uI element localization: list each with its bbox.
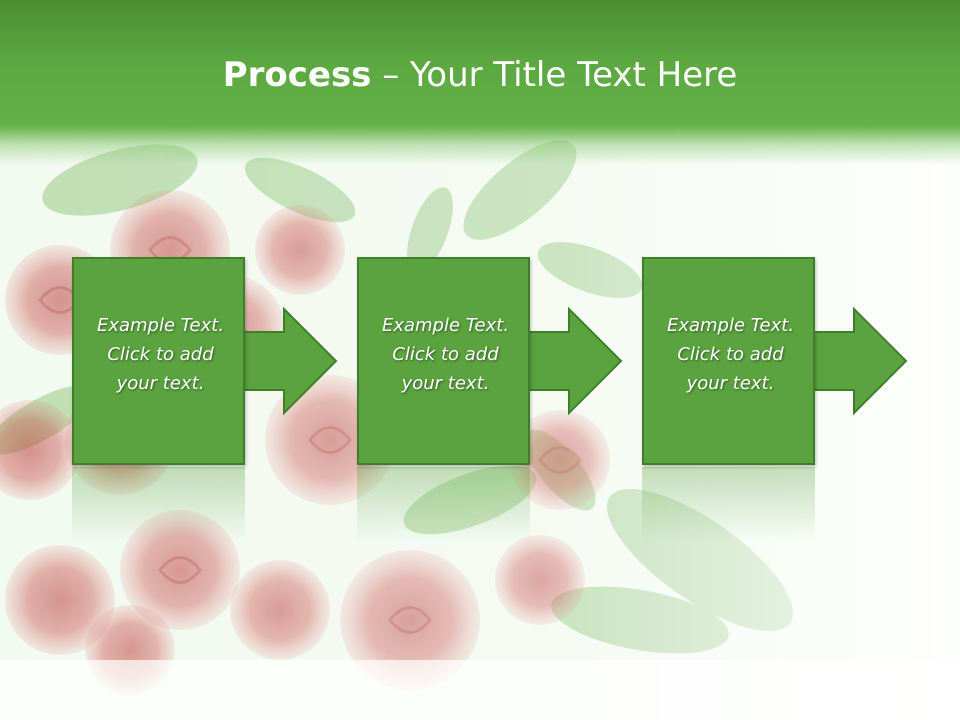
step-1-box[interactable]: Example Text. Click to add your text.	[72, 257, 245, 465]
title-bar	[0, 0, 960, 165]
step-2-reflection	[357, 467, 530, 542]
step-3-arrow[interactable]	[810, 306, 910, 416]
step-1-line-2: Click to add	[107, 344, 214, 365]
step-1-arrow[interactable]	[240, 306, 340, 416]
slide-title[interactable]: Process – Your Title Text Here	[0, 52, 960, 98]
step-1-line-1: Example Text.	[96, 315, 225, 336]
step-2-arrow[interactable]	[525, 306, 625, 416]
step-3-line-1: Example Text.	[666, 315, 795, 336]
step-3-line-2: Click to add	[677, 344, 784, 365]
step-3-line-3: your text.	[686, 373, 775, 394]
step-1-line-3: your text.	[116, 373, 205, 394]
step-3-text[interactable]: Example Text. Click to add your text.	[644, 311, 817, 398]
title-rest: – Your Title Text Here	[371, 55, 738, 95]
step-3-box[interactable]: Example Text. Click to add your text.	[642, 257, 815, 465]
title-bold-word: Process	[222, 55, 372, 95]
step-1-text[interactable]: Example Text. Click to add your text.	[74, 311, 247, 398]
step-2-line-3: your text.	[401, 373, 490, 394]
step-2-text[interactable]: Example Text. Click to add your text.	[359, 311, 532, 398]
step-2-line-1: Example Text.	[381, 315, 510, 336]
step-2-box[interactable]: Example Text. Click to add your text.	[357, 257, 530, 465]
step-3-reflection	[642, 467, 815, 542]
step-2-line-2: Click to add	[392, 344, 499, 365]
step-1-reflection	[72, 467, 245, 542]
